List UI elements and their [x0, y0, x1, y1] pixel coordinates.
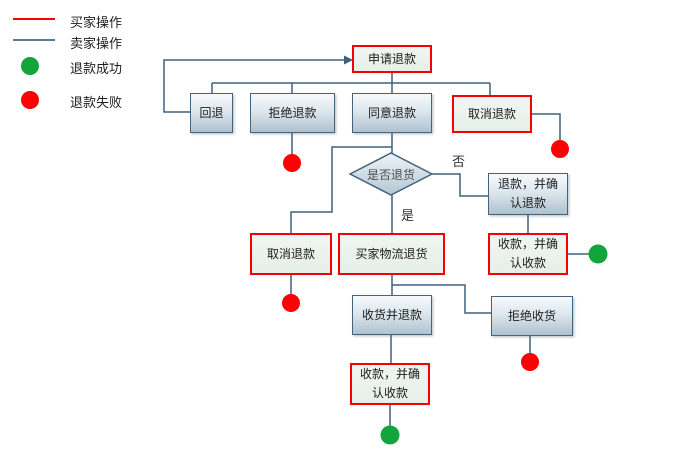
decision-diamond: [348, 152, 434, 196]
buyer-line-swatch: [13, 18, 55, 20]
legend-buyer-operation: [13, 18, 55, 20]
success-dot-bottom: [380, 425, 400, 445]
node-agree-refund: 同意退款: [352, 93, 432, 133]
decision-is-return-goods-label: 是否退货: [366, 168, 415, 182]
success-dot-swatch: [21, 57, 39, 75]
edge-decision-no: [432, 173, 488, 197]
node-reject-refund: 拒绝退款: [250, 93, 335, 133]
edge-cancel-top-to-fail: [532, 113, 561, 140]
node-receive-goods-and-refund: 收货并退款: [352, 295, 432, 335]
failure-dot-reject-receive: [521, 353, 539, 371]
failure-dot-cancel-top: [551, 140, 569, 158]
legend-buyer-operation-label: 买家操作: [70, 16, 123, 31]
edge-branch-to-reject-receive: [392, 284, 491, 314]
failure-dot-cancel-mid: [282, 294, 300, 312]
edge-label-no: 否: [452, 155, 466, 170]
legend-seller-operation-label: 卖家操作: [70, 37, 123, 52]
edge-rollback-to-apply: [163, 59, 344, 113]
node-rollback: 回退: [190, 93, 233, 133]
seller-line-swatch: [13, 39, 55, 41]
failure-dot-swatch: [21, 91, 39, 109]
node-receive-payment-confirm-bottom: 收款，并确认收款: [350, 363, 430, 405]
legend-refund-failure: [21, 91, 39, 109]
node-apply-refund: 申请退款: [352, 45, 432, 73]
node-buyer-logistics-return: 买家物流退货: [338, 233, 445, 275]
legend-refund-success: [21, 57, 39, 75]
success-dot-right: [588, 244, 608, 264]
edge-branch-to-cancel-mid: [290, 146, 392, 233]
node-reject-receive-goods: 拒绝收货: [491, 296, 573, 336]
node-cancel-refund-top: 取消退款: [452, 95, 532, 133]
legend-refund-success-label: 退款成功: [70, 62, 123, 77]
node-cancel-refund-mid: 取消退款: [250, 233, 332, 275]
node-refund-and-confirm: 退款，并确认退款: [488, 173, 568, 215]
node-receive-payment-confirm-right: 收款，并确认收款: [488, 233, 568, 275]
legend-seller-operation: [13, 39, 55, 41]
failure-dot-reject-refund: [283, 154, 301, 172]
legend-refund-failure-label: 退款失败: [70, 96, 123, 111]
edge-label-yes: 是: [401, 209, 415, 224]
arrowhead-into-apply-refund: [344, 55, 353, 65]
